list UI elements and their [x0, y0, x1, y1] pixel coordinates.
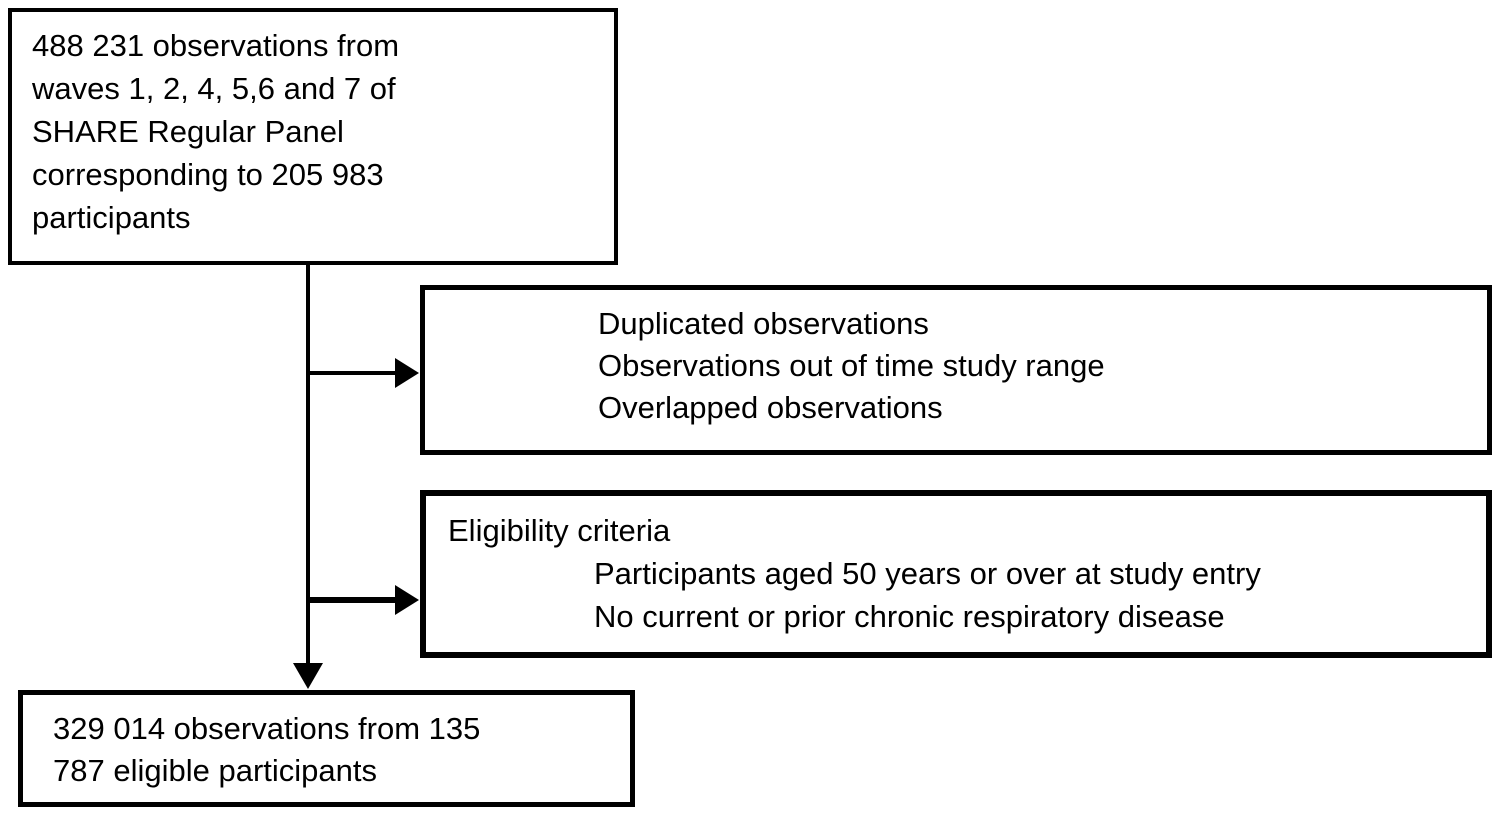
- eligibility-text-line: Participants aged 50 years or over at st…: [594, 556, 1261, 591]
- connector-horizontal-line-exclusions: [308, 371, 398, 375]
- result-text-line: 329 014 observations from 135: [53, 711, 481, 746]
- arrow-right-icon: [395, 585, 419, 615]
- flow-box-eligibility: Eligibility criteria Participants aged 5…: [420, 490, 1492, 658]
- connector-vertical-line: [306, 265, 310, 664]
- eligibility-title: Eligibility criteria: [448, 513, 671, 548]
- flow-box-source: 488 231 observations from waves 1, 2, 4,…: [8, 8, 618, 265]
- eligibility-text-line: No current or prior chronic respiratory …: [594, 599, 1225, 634]
- result-text-line: 787 eligible participants: [53, 753, 377, 788]
- exclusion-text-line: Duplicated observations: [598, 306, 929, 341]
- arrow-right-icon: [395, 358, 419, 388]
- source-text-line: participants: [32, 200, 191, 235]
- source-text-line: waves 1, 2, 4, 5,6 and 7 of: [32, 71, 396, 106]
- source-text-line: 488 231 observations from: [32, 28, 400, 63]
- arrow-down-icon: [293, 663, 323, 689]
- connector-horizontal-line-eligibility: [308, 597, 398, 603]
- source-text-line: SHARE Regular Panel: [32, 114, 344, 149]
- exclusion-text-line: Overlapped observations: [598, 390, 943, 425]
- exclusion-text-line: Observations out of time study range: [598, 348, 1105, 383]
- flow-box-result: 329 014 observations from 135 787 eligib…: [18, 690, 635, 807]
- source-text-line: corresponding to 205 983: [32, 157, 384, 192]
- flow-box-exclusions: Duplicated observations Observations out…: [420, 285, 1492, 455]
